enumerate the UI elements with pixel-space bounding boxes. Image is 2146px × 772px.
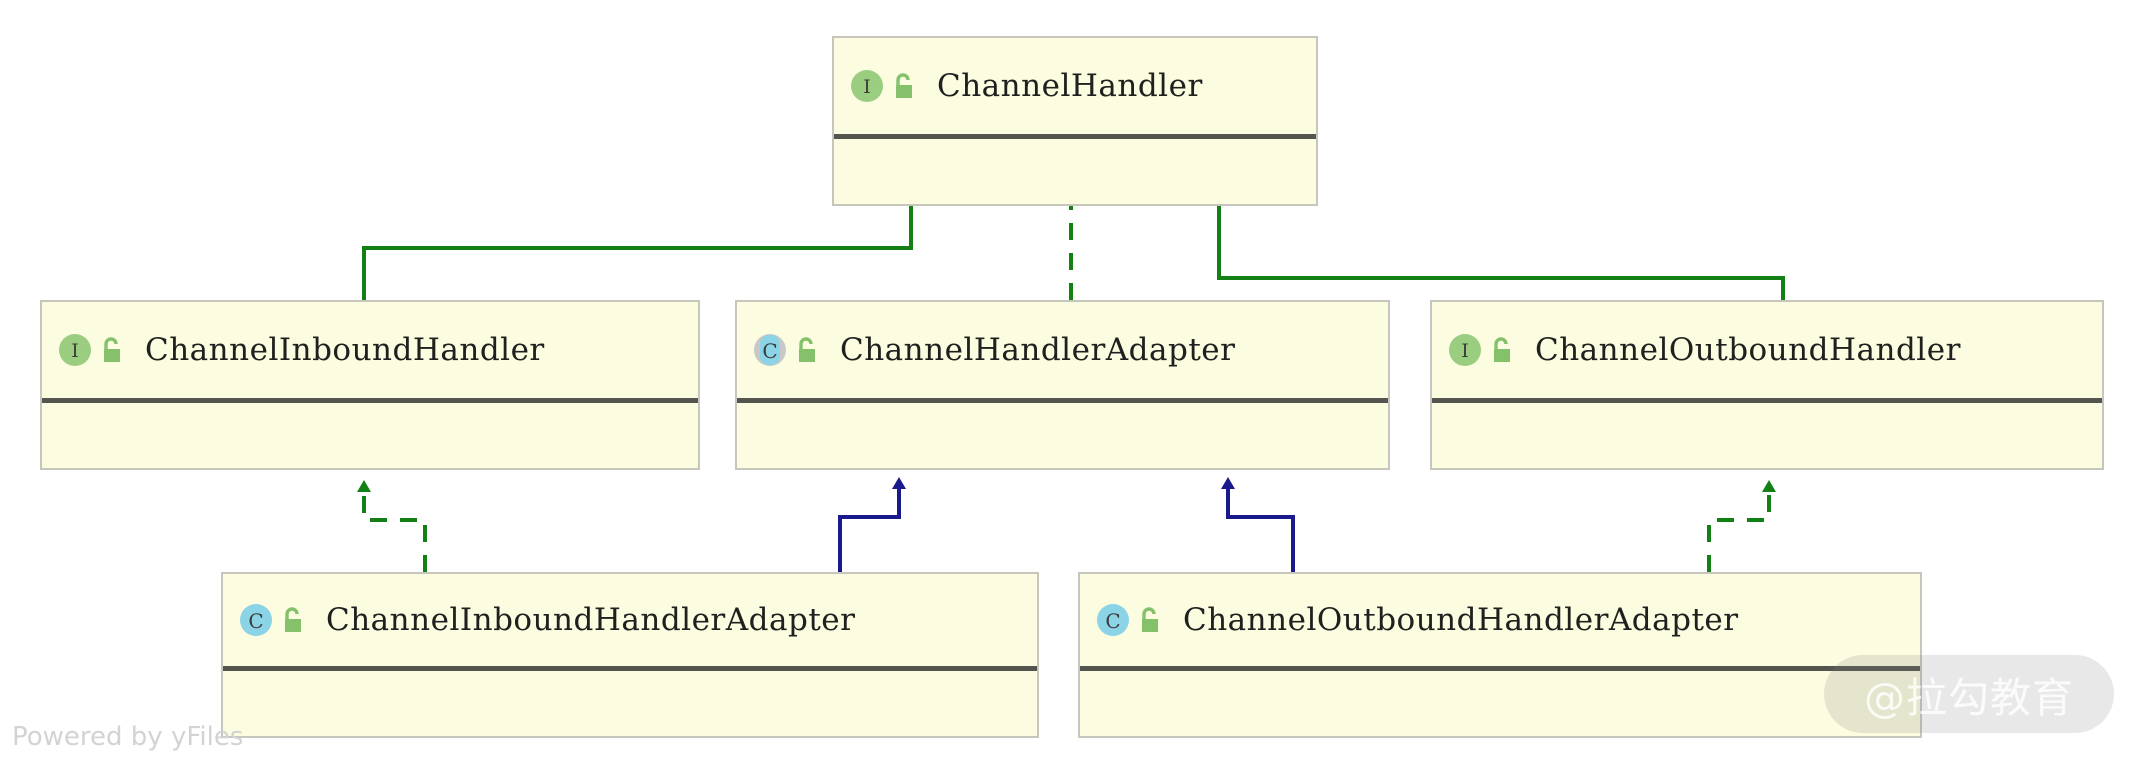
interface-i-icon: I <box>850 69 884 103</box>
watermark-text: @拉勾教育 <box>1864 674 2074 722</box>
unlocked-padlock-icon <box>278 605 304 635</box>
uml-node-header: C ChannelHandlerAdapter <box>737 302 1388 398</box>
watermark-badge: @拉勾教育 <box>1824 655 2114 733</box>
svg-text:I: I <box>1461 340 1469 362</box>
uml-node-header: C ChannelOutboundHandlerAdapter <box>1080 574 1920 666</box>
uml-compartment-divider <box>737 398 1388 403</box>
svg-text:C: C <box>762 339 777 363</box>
uml-node-channelinboundhandler[interactable]: I ChannelInboundHandler <box>40 300 700 470</box>
uml-node-channeloutboundhandleradapter[interactable]: C ChannelOutboundHandlerAdapter <box>1078 572 1922 738</box>
edge-outbound-adapter-to-outbound <box>1707 480 1776 572</box>
unlocked-padlock-icon <box>97 335 123 365</box>
uml-node-title: ChannelOutboundHandlerAdapter <box>1183 602 1739 638</box>
uml-node-members <box>1080 671 1920 736</box>
abstract-class-c-icon: C <box>753 333 787 367</box>
edge-inbound-adapter-to-handler-adapter <box>838 477 906 572</box>
uml-node-members <box>223 671 1037 736</box>
powered-by-yfiles-credit: Powered by yFiles <box>12 722 244 752</box>
unlocked-padlock-icon <box>1487 335 1513 365</box>
uml-compartment-divider <box>42 398 698 403</box>
svg-text:C: C <box>248 609 263 633</box>
interface-i-icon: I <box>1448 333 1482 367</box>
unlocked-padlock-icon <box>792 335 818 365</box>
svg-text:C: C <box>1105 609 1120 633</box>
unlocked-padlock-icon <box>1135 605 1161 635</box>
class-c-icon: C <box>1096 603 1130 637</box>
uml-node-members <box>737 403 1388 468</box>
uml-node-channelinboundhandleradapter[interactable]: C ChannelInboundHandlerAdapter <box>221 572 1039 738</box>
svg-text:I: I <box>71 340 79 362</box>
uml-compartment-divider <box>1080 666 1920 671</box>
uml-node-title: ChannelHandlerAdapter <box>840 332 1236 368</box>
uml-node-title: ChannelOutboundHandler <box>1535 332 1961 368</box>
uml-node-title: ChannelHandler <box>937 68 1203 104</box>
uml-node-header: I ChannelOutboundHandler <box>1432 302 2102 398</box>
uml-node-header: C ChannelInboundHandlerAdapter <box>223 574 1037 666</box>
interface-i-icon: I <box>58 333 92 367</box>
uml-node-header: I ChannelHandler <box>834 38 1316 134</box>
uml-node-title: ChannelInboundHandler <box>145 332 545 368</box>
uml-node-channelhandler[interactable]: I ChannelHandler <box>832 36 1318 206</box>
uml-node-members <box>834 139 1316 204</box>
uml-node-channelhandleradapter[interactable]: C ChannelHandlerAdapter <box>735 300 1390 470</box>
class-c-icon: C <box>239 603 273 637</box>
uml-node-channeloutboundhandler[interactable]: I ChannelOutboundHandler <box>1430 300 2104 470</box>
uml-node-members <box>42 403 698 468</box>
uml-node-header: I ChannelInboundHandler <box>42 302 698 398</box>
uml-compartment-divider <box>834 134 1316 139</box>
edge-inbound-to-handler <box>362 164 918 300</box>
uml-compartment-divider <box>1432 398 2102 403</box>
uml-node-members <box>1432 403 2102 468</box>
unlocked-padlock-icon <box>889 71 915 101</box>
uml-node-title: ChannelInboundHandlerAdapter <box>326 602 856 638</box>
edge-outbound-adapter-to-handler-adapter <box>1221 477 1295 572</box>
edge-inbound-adapter-to-inbound <box>357 480 427 572</box>
uml-compartment-divider <box>223 666 1037 671</box>
svg-text:I: I <box>863 76 871 98</box>
